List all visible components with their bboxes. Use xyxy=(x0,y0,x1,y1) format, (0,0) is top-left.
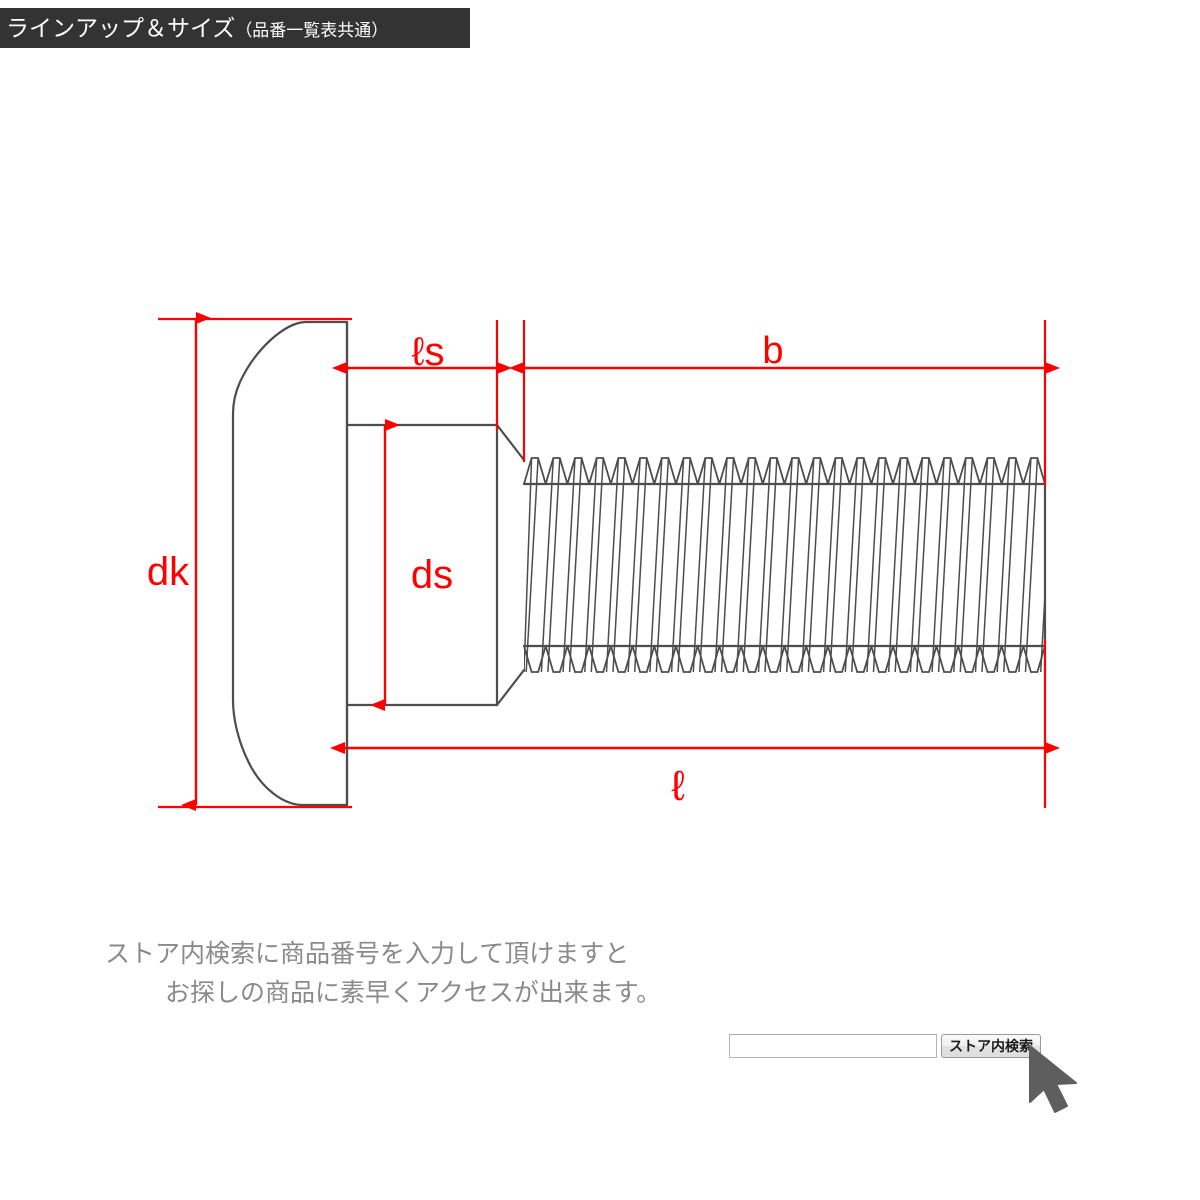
thread-flank-lines xyxy=(524,457,1045,673)
store-search-button[interactable]: ストア内検索 xyxy=(941,1034,1041,1058)
ls-label: ℓs xyxy=(412,330,445,374)
page-title-sub: （品番一覧表共通） xyxy=(235,20,389,40)
instruction-text: ストア内検索に商品番号を入力して頂けますと お探しの商品に素早くアクセスが出来ま… xyxy=(105,935,805,1013)
b-label: b xyxy=(762,330,783,372)
l-label: ℓ xyxy=(671,762,685,809)
instruction-line-2: お探しの商品に素早くアクセスが出来ます。 xyxy=(165,978,662,1007)
page-title-main: ラインアップ＆サイズ xyxy=(6,14,236,41)
page-title: ラインアップ＆サイズ（品番一覧表共通） xyxy=(6,14,389,41)
bolt-outline xyxy=(231,320,1047,807)
store-search-form: ストア内検索 xyxy=(729,1034,1041,1058)
header-bar: ラインアップ＆サイズ（品番一覧表共通） xyxy=(0,8,470,48)
thread-lead-chamfer-bottom xyxy=(495,668,526,707)
thread-teeth xyxy=(523,457,1046,673)
ds-label: ds xyxy=(411,553,453,597)
instruction-line-1: ストア内検索に商品番号を入力して頂けますと xyxy=(105,940,630,968)
dimension-annotations xyxy=(158,312,1060,811)
dk-label: dk xyxy=(147,550,190,594)
search-input[interactable] xyxy=(729,1034,937,1058)
bolt-head-profile xyxy=(231,320,349,807)
dimension-labels: dk ds ℓs b ℓ xyxy=(147,330,784,809)
thread-crest-top xyxy=(523,457,1046,485)
thread-crest-bottom xyxy=(523,645,1046,673)
thread-lead-chamfer-top xyxy=(495,423,526,462)
